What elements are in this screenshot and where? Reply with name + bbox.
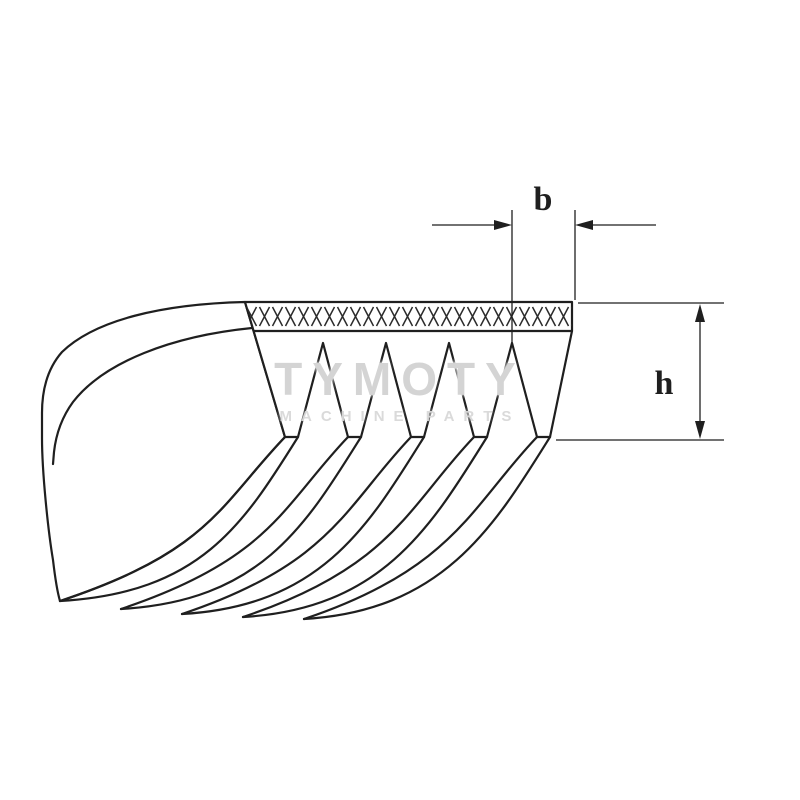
crosshatch-cord-band: [245, 302, 572, 331]
arrow-right-icon: [494, 220, 512, 230]
dimension-h-label: h: [655, 365, 674, 402]
dimension-h: h: [556, 302, 724, 441]
belt-back-fold-line: [51, 326, 254, 466]
arrow-down-icon: [695, 421, 705, 439]
dimension-b-label: b: [534, 181, 553, 218]
belt-cross-section: [243, 300, 574, 439]
arrow-left-icon: [575, 220, 593, 230]
dimension-b: b: [432, 181, 656, 343]
arrow-up-icon: [695, 304, 705, 322]
belt-rib-strips: [58, 435, 552, 621]
